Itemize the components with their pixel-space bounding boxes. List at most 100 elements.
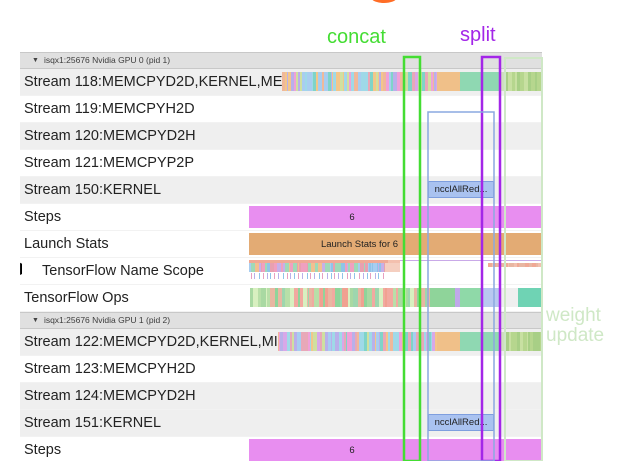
trace-track[interactable] [246,150,542,176]
trace-viewer-panel[interactable]: ▼isqx1:25676 Nvidia GPU 0 (pid 1)Stream … [20,52,542,461]
chevron-down-icon[interactable]: ▼ [32,57,39,64]
trace-bar[interactable]: 6 [249,439,541,461]
trace-row[interactable]: Stream 123:MEMCPYH2D [20,356,542,383]
trace-bar[interactable] [307,273,308,279]
trace-slice [308,288,309,307]
trace-bar[interactable] [270,273,271,279]
trace-track[interactable] [246,329,542,355]
trace-row[interactable]: Stream 124:MEMCPYD2H [20,383,542,410]
trace-bar[interactable] [482,288,500,307]
trace-bar[interactable] [378,273,379,279]
trace-bar[interactable] [302,273,303,279]
trace-bar[interactable] [310,273,311,279]
trace-bar[interactable] [370,273,371,279]
trace-bar[interactable] [460,72,500,91]
chevron-down-icon[interactable]: ▼ [32,317,39,324]
trace-bar[interactable] [460,288,482,307]
trace-bar[interactable] [278,273,279,279]
trace-bar[interactable] [338,273,339,279]
trace-slice [431,72,433,91]
trace-track[interactable] [246,96,542,122]
trace-bar[interactable] [500,288,518,307]
trace-track[interactable]: 6 [246,437,542,461]
trace-track[interactable] [246,258,542,284]
trace-bar[interactable] [518,288,541,307]
trace-bar[interactable] [437,332,460,351]
trace-bar[interactable] [383,273,384,279]
trace-track[interactable]: 6 [246,204,542,230]
trace-bar[interactable] [430,288,455,307]
trace-slice [328,332,331,351]
trace-track[interactable] [246,383,542,409]
trace-bar[interactable] [500,332,505,351]
trace-slice [287,288,290,307]
trace-bar[interactable] [331,273,332,279]
trace-bar[interactable] [322,273,323,279]
trace-row[interactable]: TensorFlow Ops [20,285,542,312]
trace-track[interactable]: ncclAllRed... [246,177,542,203]
trace-bar[interactable] [298,273,299,279]
trace-bar[interactable]: ncclAllRed... [428,181,494,198]
trace-bar[interactable] [263,273,264,279]
trace-bar[interactable] [460,332,500,351]
trace-bar[interactable] [400,260,541,261]
trace-row[interactable]: Stream 120:MEMCPYD2H [20,123,542,150]
trace-bar[interactable] [359,273,360,279]
trace-bar[interactable] [385,263,400,272]
trace-track[interactable] [246,123,542,149]
trace-bar[interactable] [314,273,315,279]
trace-bar[interactable] [283,273,284,279]
trace-slice [346,72,347,91]
trace-bar[interactable] [327,273,328,279]
trace-bar[interactable] [500,72,505,91]
trace-track[interactable]: Launch Stats for 6 [246,231,542,257]
trace-track[interactable] [246,356,542,382]
trace-track[interactable] [246,69,542,95]
trace-bar[interactable] [267,273,268,279]
trace-bar[interactable]: 6 [249,206,541,228]
trace-slice [322,332,325,351]
trace-bar[interactable] [294,273,295,279]
trace-bar[interactable] [259,273,260,279]
trace-slice [372,288,375,307]
trace-bar[interactable] [437,72,460,91]
trace-bar[interactable] [287,273,288,279]
trace-bar[interactable] [249,260,388,263]
trace-bar[interactable]: Launch Stats for 6 [249,233,541,255]
trace-bar[interactable] [367,273,368,279]
trace-row[interactable]: Stream 118:MEMCPYD2D,KERNEL,ME [20,69,542,96]
trace-bar[interactable] [388,260,400,263]
trace-bar[interactable] [334,273,335,279]
trace-bar[interactable] [342,273,343,279]
trace-slice [312,288,314,307]
trace-bar[interactable]: ncclAllRed... [428,414,494,431]
trace-viewer-body[interactable]: ▼isqx1:25676 Nvidia GPU 0 (pid 1)Stream … [20,52,542,461]
trace-slice [274,263,277,272]
trace-row[interactable]: Stream 121:MEMCPYP2P [20,150,542,177]
trace-bar[interactable] [350,273,351,279]
trace-bar[interactable] [290,273,291,279]
trace-bar[interactable] [354,273,355,279]
group-header-0[interactable]: ▼isqx1:25676 Nvidia GPU 0 (pid 1) [20,52,542,69]
trace-row[interactable]: Stream 122:MEMCPYD2D,KERNEL,MI [20,329,542,356]
trace-row[interactable]: ▶TensorFlow Name Scope [20,258,542,285]
group-header-1[interactable]: ▼isqx1:25676 Nvidia GPU 1 (pid 2) [20,312,542,329]
trace-track[interactable] [246,285,542,311]
trace-bar[interactable] [251,273,252,279]
trace-track[interactable]: ncclAllRed... [246,410,542,436]
trace-bar[interactable] [363,273,364,279]
trace-slice [386,72,389,91]
trace-bar[interactable] [319,273,320,279]
trace-row[interactable]: Stream 119:MEMCPYH2D [20,96,542,123]
nccl-bar-label: ncclAllRed... [434,417,488,428]
trace-slice [358,72,361,91]
trace-bar[interactable] [375,273,376,279]
trace-bar[interactable] [347,273,348,279]
trace-bar[interactable] [274,273,275,279]
trace-bar[interactable] [254,273,255,279]
